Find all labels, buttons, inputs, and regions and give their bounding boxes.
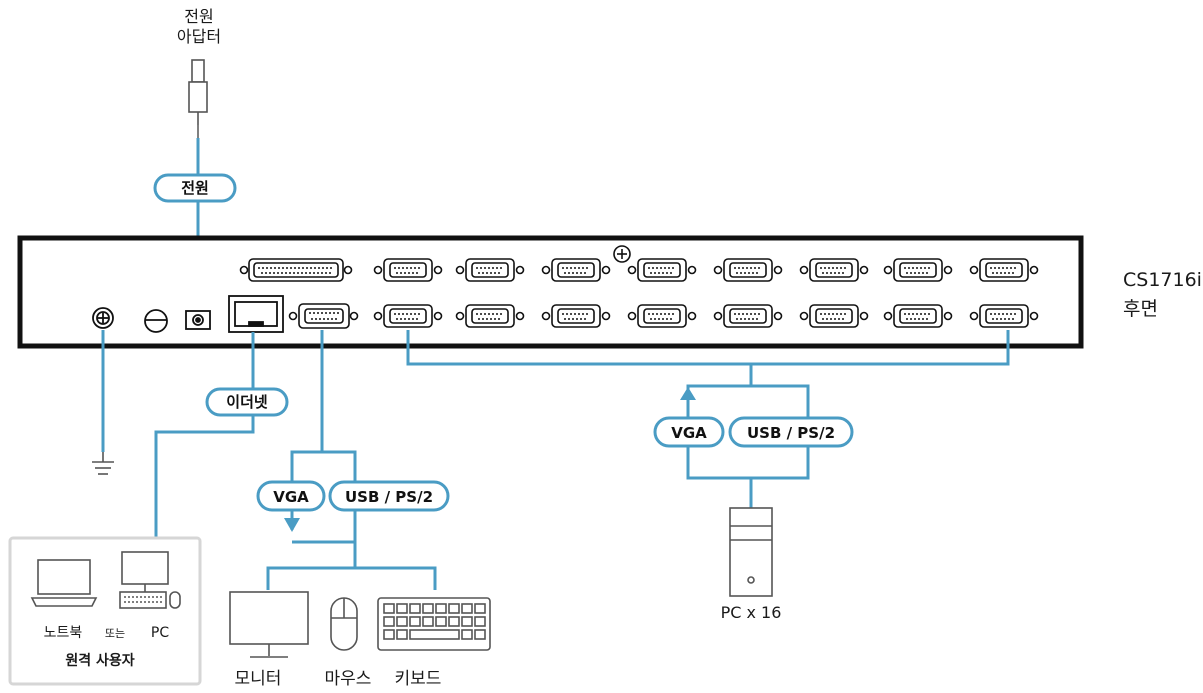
keyboard-key [409,616,421,627]
console-vga-arrow-icon [284,518,300,532]
ethernet-port-icon [228,295,284,333]
laptop-icon [30,559,98,607]
keyboard-key [396,629,408,640]
chassis-screw-icon [613,245,631,263]
keyboard-key [474,616,486,627]
kvm-vga-port-14 [799,304,869,328]
pc-vga-arrow-icon [680,387,696,400]
ground-symbol-icon [92,452,114,475]
monitor-icon [229,591,309,658]
keyboard-key [461,603,473,614]
monitor-label: 모니터 [235,669,282,689]
console-branch-right [355,566,437,590]
desktop-pc-icon [119,551,181,609]
kvm-vga-port-2 [455,258,525,282]
pc-group-label: PC x 16 [721,603,782,622]
svg-text:전원: 전원 [181,179,209,197]
power-tag: 전원 [153,173,237,203]
console-usb-tag: USB / PS/2 [328,480,450,512]
pc-tower-icon [729,507,773,597]
kvm-vga-port-16 [969,304,1039,328]
keyboard-spacebar [409,629,460,640]
keyboard-key [474,629,486,640]
svg-text:VGA: VGA [671,424,707,442]
keyboard-label: 키보드 [395,669,442,689]
kvm-vga-port-11 [541,304,611,328]
laptop-label: 노트북 [44,625,83,641]
keyboard-icon [377,597,491,651]
ground-screw-icon [92,307,114,329]
kvm-vga-port-12 [627,304,697,328]
keyboard-key [461,616,473,627]
console-vga-port-icon [288,303,359,329]
console-cable-usb [322,450,357,542]
power-jack-icon [185,310,211,330]
keyboard-key [383,629,395,640]
mouse-label: 마우스 [325,669,372,689]
kvm-vga-port-10 [455,304,525,328]
power-adapter-plug-icon [188,59,208,125]
power-adapter-label-line1: 전원 [184,7,213,26]
ethernet-tag: 이더넷 [205,387,289,417]
kvm-vga-port-13 [713,304,783,328]
console-branch-left [266,542,357,590]
keyboard-key [422,616,434,627]
pc-bus-cable [406,330,1010,366]
svg-text:USB / PS/2: USB / PS/2 [345,488,433,506]
power-adapter-label-line2: 아답터 [177,27,221,46]
pc-split-cable [686,364,810,480]
kvm-vga-port-1 [373,258,443,282]
db25-port-icon [239,258,353,282]
keyboard-key [448,603,460,614]
keyboard-key [461,629,473,640]
pc-vga-tag: VGA [653,416,725,448]
keyboard-key [435,603,447,614]
pc-usb-tag: USB / PS/2 [728,416,854,448]
device-model-label: CS1716i [1123,269,1202,291]
power-switch-icon [144,309,168,333]
or-label: 또는 [105,627,125,640]
keyboard-key [474,603,486,614]
pc-label: PC [151,625,169,641]
ethernet-cable [154,332,255,538]
svg-text:이더넷: 이더넷 [226,393,268,411]
kvm-vga-port-3 [541,258,611,282]
kvm-vga-port-5 [713,258,783,282]
remote-user-title: 원격 사용자 [65,652,134,669]
keyboard-key [409,603,421,614]
kvm-port-grid [373,258,1039,328]
kvm-vga-port-15 [883,304,953,328]
mouse-icon [330,597,358,651]
kvm-vga-port-4 [627,258,697,282]
kvm-vga-port-8 [969,258,1039,282]
kvm-rear-panel [17,235,1084,349]
keyboard-key [422,603,434,614]
keyboard-key [448,616,460,627]
svg-text:VGA: VGA [273,488,309,506]
keyboard-key [383,616,395,627]
svg-text:USB / PS/2: USB / PS/2 [747,424,835,442]
keyboard-key [396,616,408,627]
remote-user-box [8,536,202,686]
kvm-vga-port-7 [883,258,953,282]
keyboard-key [383,603,395,614]
console-vga-tag: VGA [256,480,326,512]
keyboard-key [435,616,447,627]
kvm-vga-port-6 [799,258,869,282]
kvm-vga-port-9 [373,304,443,328]
device-view-label: 후면 [1123,298,1158,320]
keyboard-key [396,603,408,614]
